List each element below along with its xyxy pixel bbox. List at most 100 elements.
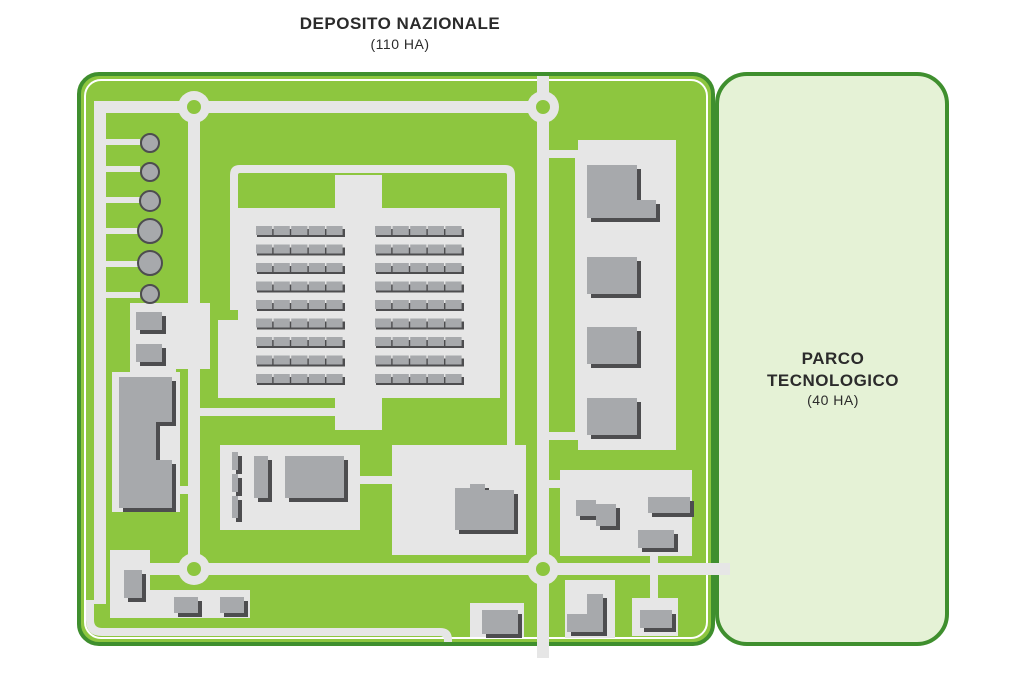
storage-cell	[410, 244, 427, 254]
storage-cells-left	[256, 226, 345, 385]
storage-cell	[326, 244, 343, 254]
storage-cell	[326, 318, 343, 328]
storage-cell	[410, 263, 427, 272]
parco-area-boundary	[715, 72, 949, 646]
storage-cell	[410, 374, 427, 383]
storage-cell	[392, 374, 409, 383]
storage-cell	[273, 281, 290, 291]
storage-cell	[375, 374, 392, 383]
storage-cell	[308, 300, 325, 309]
storage-cell	[308, 318, 325, 328]
deposito-inner-outline	[84, 79, 708, 639]
storage-cell	[256, 281, 273, 291]
parco-area: (40 HA)	[807, 392, 859, 408]
storage-cell	[308, 355, 325, 365]
storage-cell	[392, 300, 409, 309]
storage-cell	[427, 300, 444, 309]
deposito-title: DEPOSITO NAZIONALE	[299, 14, 501, 33]
buildings	[119, 165, 690, 634]
storage-cell	[308, 263, 325, 272]
storage-cell	[291, 226, 308, 235]
storage-cell	[375, 337, 392, 346]
storage-cell	[410, 355, 427, 365]
storage-cell	[308, 337, 325, 346]
storage-cell	[308, 281, 325, 291]
storage-cell	[392, 337, 409, 346]
storage-cell	[445, 226, 462, 235]
storage-cell	[427, 244, 444, 254]
storage-cell	[410, 226, 427, 235]
storage-cell	[427, 318, 444, 328]
storage-cell	[375, 281, 392, 291]
storage-cell	[273, 355, 290, 365]
storage-cell	[445, 263, 462, 272]
storage-cell	[427, 355, 444, 365]
storage-cell	[273, 226, 290, 235]
storage-cell	[392, 226, 409, 235]
storage-cell	[326, 337, 343, 346]
storage-cell	[308, 244, 325, 254]
storage-cell	[392, 281, 409, 291]
storage-cells-right	[375, 226, 464, 385]
storage-cell	[375, 300, 392, 309]
storage-tanks	[137, 133, 163, 304]
storage-cell	[410, 281, 427, 291]
storage-cell	[427, 337, 444, 346]
storage-cell	[392, 355, 409, 365]
storage-cell	[392, 318, 409, 328]
storage-cell	[291, 300, 308, 309]
storage-cell	[445, 337, 462, 346]
storage-cell	[291, 355, 308, 365]
storage-cell	[410, 318, 427, 328]
storage-cell	[392, 244, 409, 254]
storage-cell	[445, 374, 462, 383]
storage-cell	[291, 374, 308, 383]
storage-cell	[375, 244, 392, 254]
storage-cell	[256, 355, 273, 365]
storage-cell	[291, 244, 308, 254]
storage-cell	[445, 300, 462, 309]
roundabouts	[178, 91, 559, 585]
storage-cell	[410, 337, 427, 346]
storage-cell	[326, 281, 343, 291]
storage-cell	[427, 263, 444, 272]
storage-cell	[326, 355, 343, 365]
storage-cell	[273, 374, 290, 383]
parco-title: PARCO TECNOLOGICO	[730, 348, 936, 392]
storage-cell	[326, 263, 343, 272]
storage-cell	[445, 244, 462, 254]
storage-cell	[445, 281, 462, 291]
storage-cell	[326, 374, 343, 383]
storage-cell	[256, 263, 273, 272]
storage-cell	[273, 318, 290, 328]
storage-cell	[273, 337, 290, 346]
storage-cell	[427, 374, 444, 383]
storage-cell	[410, 300, 427, 309]
storage-cell	[308, 226, 325, 235]
storage-cell	[273, 300, 290, 309]
storage-cell	[256, 226, 273, 235]
storage-cell	[256, 244, 273, 254]
storage-cell	[291, 281, 308, 291]
storage-cell	[273, 263, 290, 272]
storage-cell	[291, 263, 308, 272]
storage-cell	[326, 300, 343, 309]
storage-cell	[427, 281, 444, 291]
storage-cell	[375, 226, 392, 235]
storage-cell	[256, 374, 273, 383]
storage-cell	[445, 355, 462, 365]
storage-cell	[291, 318, 308, 328]
storage-cell	[326, 226, 343, 235]
storage-cell	[256, 318, 273, 328]
storage-cell	[273, 244, 290, 254]
storage-cell	[375, 355, 392, 365]
storage-cell	[375, 318, 392, 328]
storage-cell	[392, 263, 409, 272]
storage-cell	[256, 300, 273, 309]
storage-cell	[375, 263, 392, 272]
storage-cell	[256, 337, 273, 346]
parco-title-line2: TECNOLOGICO	[766, 371, 900, 390]
storage-cell	[308, 374, 325, 383]
parco-title-line1: PARCO	[801, 349, 865, 368]
